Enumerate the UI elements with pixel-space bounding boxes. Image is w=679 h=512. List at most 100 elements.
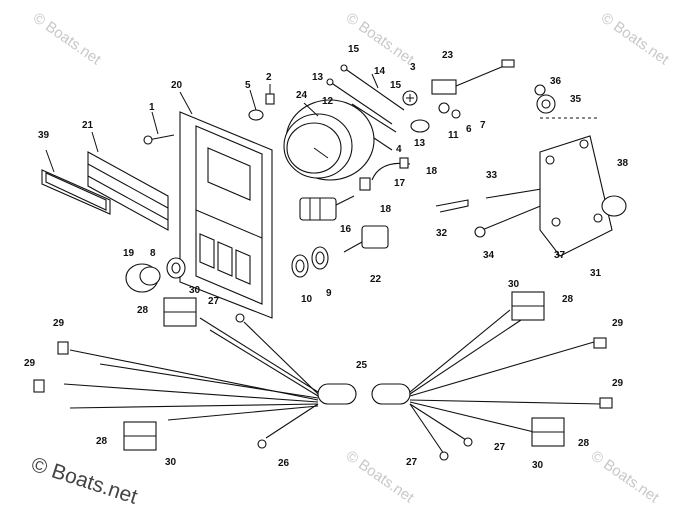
callout-15a: 15 — [348, 44, 360, 55]
part-29-terminal-d — [599, 397, 613, 409]
callout-5: 5 — [245, 80, 251, 91]
callout-33: 33 — [486, 170, 498, 181]
callout-2: 2 — [266, 72, 272, 83]
part-23-socket — [431, 59, 515, 95]
part-8-nut — [166, 257, 186, 279]
part-27-ring-c — [463, 437, 473, 447]
callout-18b: 18 — [380, 204, 392, 215]
callout-28c: 28 — [562, 294, 574, 305]
part-28-connector-bottom-right — [531, 417, 565, 447]
callout-28a: 28 — [137, 305, 149, 316]
part-39-lens — [41, 149, 111, 215]
callout-27a: 27 — [208, 296, 220, 307]
callout-9: 9 — [326, 288, 332, 299]
callout-3: 3 — [410, 62, 416, 73]
part-29-terminal-b — [33, 379, 45, 393]
part-14-lead — [340, 64, 405, 111]
part-7-washer — [451, 109, 461, 119]
part-9-nut — [311, 246, 329, 270]
callout-8: 8 — [150, 248, 156, 259]
part-35-gear — [536, 94, 556, 114]
callout-16: 16 — [340, 224, 352, 235]
watermark-top-right: © Boats.net — [598, 9, 673, 68]
part-18-terminal-b — [359, 177, 371, 191]
callout-28d: 28 — [578, 438, 590, 449]
callout-29b: 29 — [24, 358, 36, 369]
part-6-nut — [438, 102, 450, 114]
part-11-clip — [410, 119, 430, 133]
part-36-spring — [534, 84, 546, 96]
callout-29d: 29 — [612, 378, 624, 389]
watermark-bottom-left: © Boats.net — [28, 453, 140, 509]
callout-18a: 18 — [426, 166, 438, 177]
part-4-terminal — [373, 137, 393, 151]
callout-34: 34 — [483, 250, 495, 261]
callout-25: 25 — [356, 360, 368, 371]
callout-1: 1 — [149, 102, 155, 113]
part-21-rail — [87, 131, 169, 231]
part-28-connector-bottom-left — [123, 421, 157, 451]
part-18-terminal-a — [399, 157, 409, 169]
watermark-bottom-right: © Boats.net — [588, 447, 663, 506]
callout-22: 22 — [370, 274, 382, 285]
part-19-knob — [125, 263, 161, 293]
callout-26: 26 — [278, 458, 290, 469]
part-32-bracket — [435, 199, 469, 213]
part-29-terminal-c — [593, 337, 607, 349]
callout-12: 12 — [322, 96, 334, 107]
callout-13b: 13 — [414, 138, 426, 149]
callout-11: 11 — [448, 130, 459, 141]
part-13-lead — [326, 78, 393, 125]
part-20-panel — [179, 91, 273, 319]
callout-10: 10 — [301, 294, 313, 305]
callout-labels: 1 2 3 4 5 6 7 8 9 10 11 12 13 13 14 15 1… — [24, 44, 629, 471]
callout-6: 6 — [466, 124, 472, 135]
callout-30c: 30 — [508, 279, 520, 290]
callout-17: 17 — [394, 178, 406, 189]
part-28-connector-top-right — [511, 291, 545, 321]
callout-30d: 30 — [532, 460, 544, 471]
part-29-terminal-a — [57, 341, 69, 355]
callout-24: 24 — [296, 90, 308, 101]
watermark-top-left: © Boats.net — [30, 9, 105, 68]
callout-32: 32 — [436, 228, 448, 239]
callout-21: 21 — [82, 120, 94, 131]
callout-20: 20 — [171, 80, 183, 91]
part-2-screw — [265, 84, 275, 105]
callout-31: 31 — [590, 268, 602, 279]
callout-30b: 30 — [165, 457, 177, 468]
watermark-top-center: © Boats.net — [343, 9, 418, 68]
part-38-cap — [601, 195, 627, 217]
part-5-grommet — [248, 89, 264, 121]
callout-37: 37 — [554, 250, 566, 261]
part-1-screw — [143, 111, 175, 145]
callout-7: 7 — [480, 120, 486, 131]
callout-36: 36 — [550, 76, 562, 87]
part-27-ring-a — [235, 313, 245, 323]
part-28-connector-top-left — [163, 297, 197, 327]
callout-30a: 30 — [189, 285, 201, 296]
part-10-washer — [291, 254, 309, 278]
callout-19: 19 — [123, 248, 135, 259]
part-31-housing — [539, 117, 613, 257]
part-12-lead — [351, 103, 397, 133]
callout-35: 35 — [570, 94, 582, 105]
callout-27c: 27 — [494, 442, 506, 453]
callout-15b: 15 — [390, 80, 402, 91]
part-16-switch — [299, 195, 355, 221]
part-24-gauge — [283, 99, 375, 181]
callout-23: 23 — [442, 50, 454, 61]
callout-14: 14 — [374, 66, 386, 77]
callout-27b: 27 — [406, 457, 418, 468]
part-26-ring — [257, 439, 267, 449]
part-25-harness — [63, 309, 603, 455]
callout-39: 39 — [38, 130, 50, 141]
callout-29c: 29 — [612, 318, 624, 329]
callout-13a: 13 — [312, 72, 324, 83]
part-27-ring-b — [439, 451, 449, 461]
part-22-toggle — [343, 225, 389, 253]
callout-4: 4 — [396, 144, 402, 155]
callout-38: 38 — [617, 158, 629, 169]
callout-29a: 29 — [53, 318, 65, 329]
